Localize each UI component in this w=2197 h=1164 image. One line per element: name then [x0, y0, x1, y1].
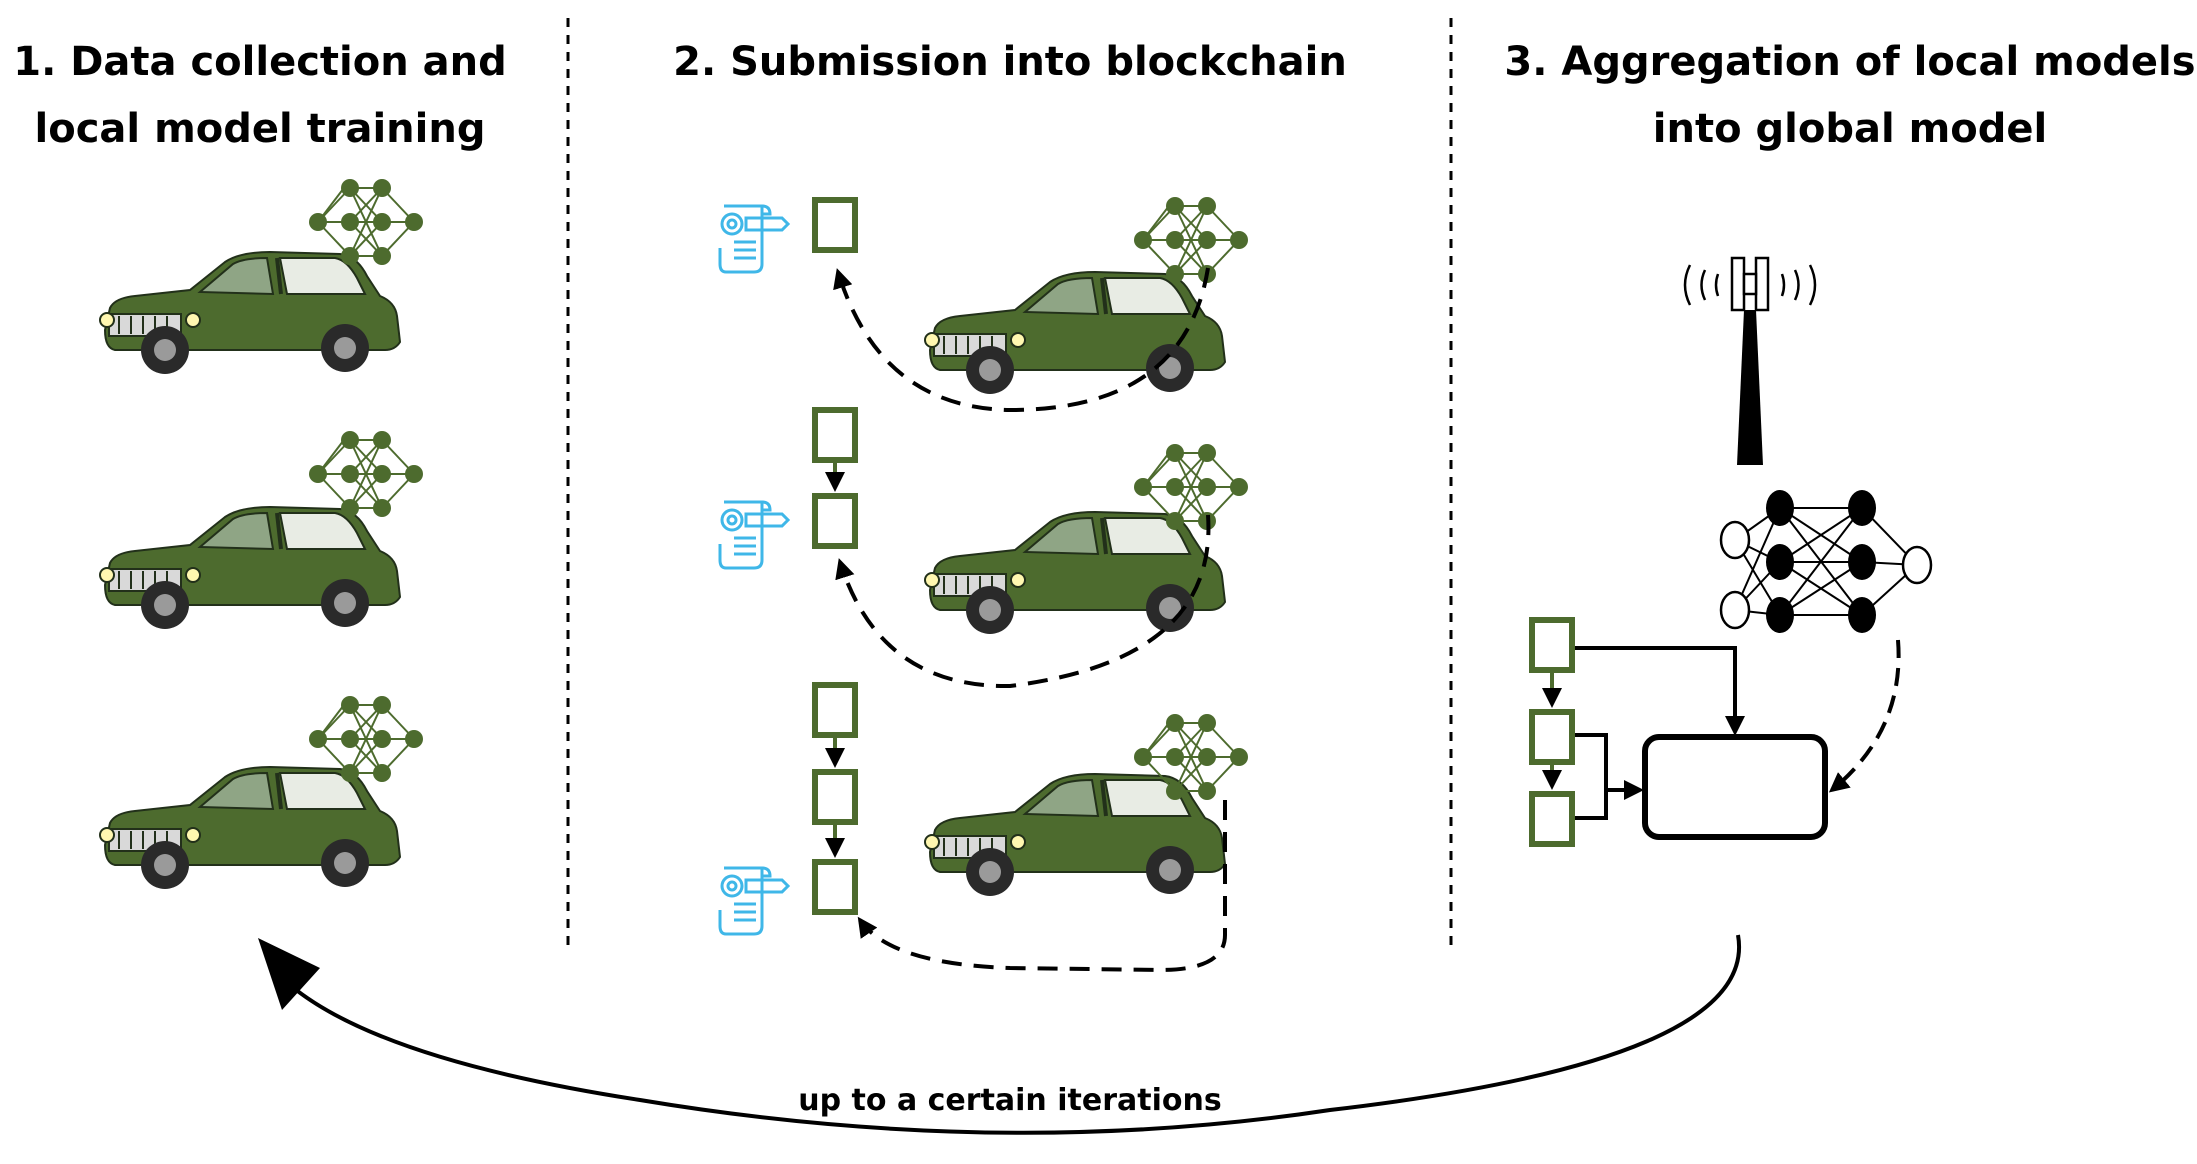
block-icon: [815, 496, 855, 546]
block-icon: [815, 772, 855, 822]
antenna-icon: [1683, 256, 1817, 465]
section-title-2: 2. Submission into blockchain: [673, 39, 1347, 85]
neural-network-icon: [308, 430, 424, 518]
block-icon: [1532, 620, 1572, 670]
section-2-submissions: [718, 196, 1249, 973]
aggregator-icon: [1642, 734, 1828, 840]
car-icon: [98, 765, 402, 891]
global-model-to-aggregator: [1828, 639, 1901, 793]
section-title-1a: 1. Data collection and: [13, 39, 506, 85]
block-icon: [1532, 794, 1572, 844]
car-icon: [923, 270, 1227, 396]
section-title-3a: 3. Aggregation of local models: [1504, 39, 2195, 85]
neural-network-icon: [308, 178, 424, 266]
block-icon: [815, 410, 855, 460]
section-title-3b: into global model: [1653, 106, 2047, 152]
submission-arrow-2: [835, 514, 1211, 689]
car-icon: [98, 505, 402, 631]
neural-network-icon: [1133, 196, 1249, 284]
smart-contract-icon: [718, 866, 790, 936]
block-icon: [815, 685, 855, 735]
iteration-loop-arrowhead: [258, 938, 320, 1010]
global-model-network-icon: [1719, 490, 1933, 633]
block-icon: [815, 200, 855, 250]
block-to-aggregator-1: [1575, 646, 1745, 736]
block-icon: [1532, 712, 1572, 762]
block-to-aggregator-2: [1575, 733, 1644, 800]
section-1-vehicles: [98, 178, 424, 891]
smart-contract-icon: [718, 204, 790, 274]
block-to-aggregator-3: [1575, 790, 1608, 820]
smart-contract-icon: [718, 500, 790, 570]
section-3-aggregation: [1532, 256, 1933, 844]
submission-arrow-3: [857, 800, 1227, 973]
car-icon: [98, 250, 402, 376]
iteration-loop-arrow: [288, 934, 1742, 1135]
block-icon: [815, 862, 855, 912]
submission-arrow-1: [833, 267, 1210, 413]
section-title-1b: local model training: [35, 106, 486, 152]
loop-label: up to a certain iterations: [798, 1083, 1221, 1118]
